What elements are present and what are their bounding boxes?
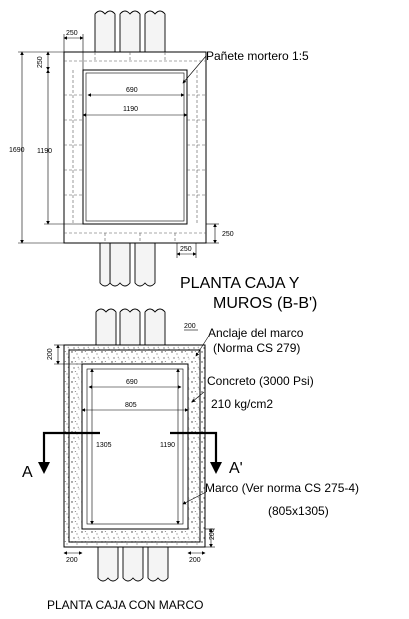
top-plan-view: 250 250 690 1190 1690 1190 250 250 Pañet… — [9, 10, 317, 312]
panete-leader — [182, 55, 207, 84]
section-line-a — [38, 431, 222, 474]
dim-right-250: 250 — [222, 231, 234, 238]
dim-bottom-left-200: 200 — [47, 348, 54, 360]
concrete-frame — [63, 344, 206, 548]
label-concreto: Concreto (3000 Psi) — [207, 374, 314, 388]
dim-height-1190: 1190 — [37, 148, 52, 155]
dim-bottom-200-b: 200 — [189, 557, 201, 564]
label-anclaje-norma: (Norma CS 279) — [213, 341, 300, 355]
dim-bottom-250: 250 — [180, 246, 192, 253]
dim-top-250: 250 — [66, 30, 78, 37]
label-concreto-kg: 210 kg/cm2 — [211, 397, 273, 411]
dim-bottom-1305: 1305 — [96, 442, 112, 449]
section-label-a-prime: A' — [229, 460, 243, 477]
anclaje-leader — [195, 336, 209, 357]
dim-bottom-inner-690: 690 — [126, 379, 138, 386]
top-pipes-lower — [109, 242, 156, 287]
label-marco: Marco (Ver norma CS 275-4) — [205, 481, 359, 495]
dim-bottom-right-200: 200 — [209, 528, 216, 540]
dim-bottom-200-a: 200 — [66, 557, 78, 564]
marco-leader — [182, 491, 207, 505]
dim-left-250: 250 — [37, 56, 44, 68]
dim-bottom-top-200: 200 — [184, 323, 196, 330]
top-inner-box — [82, 69, 188, 225]
label-panete: Pañete mortero 1:5 — [206, 49, 309, 63]
bottom-pipes-lower — [97, 546, 169, 582]
title-planta-caja-y: PLANTA CAJA Y — [180, 275, 300, 292]
label-marco-size: (805x1305) — [268, 504, 329, 518]
caption-planta-caja-con-marco: PLANTA CAJA CON MARCO — [47, 598, 203, 612]
top-pipes-upper — [94, 10, 166, 53]
title-muros: MUROS (B-B') — [213, 295, 317, 312]
label-anclaje: Anclaje del marco — [208, 326, 304, 340]
bottom-pipes-upper — [95, 308, 166, 346]
dim-inner-1190: 1190 — [123, 106, 138, 113]
top-pipes-lower-left — [99, 242, 111, 287]
dim-bottom-1190: 1190 — [160, 442, 175, 449]
marco-frame — [81, 363, 189, 530]
bottom-plan-view: A A' 200 200 690 805 1305 1190 200 200 2… — [22, 308, 359, 612]
top-brick-joints — [64, 52, 206, 243]
dim-inner-690: 690 — [126, 87, 138, 94]
dim-total-1690: 1690 — [9, 147, 25, 154]
concreto-leader — [191, 391, 205, 403]
top-dimensions — [18, 34, 219, 258]
dim-bottom-inner-805: 805 — [125, 402, 137, 409]
section-label-a: A — [22, 464, 33, 481]
bottom-dimensions — [54, 329, 215, 555]
